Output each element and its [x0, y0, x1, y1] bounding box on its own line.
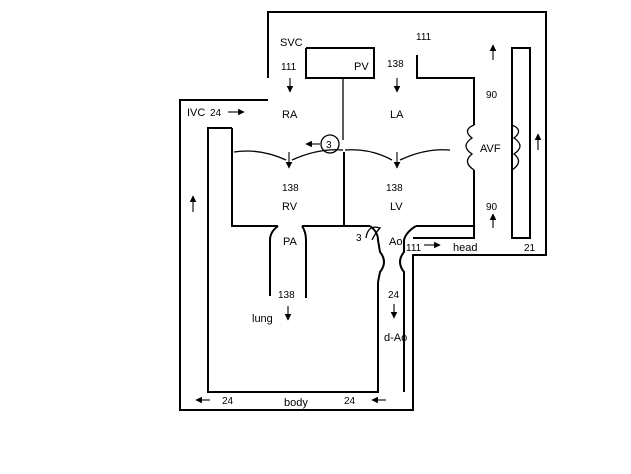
- shunt-value: 3: [326, 140, 332, 151]
- ao-shunt-value: 3: [356, 233, 362, 244]
- ra-label: RA: [282, 109, 298, 121]
- outer-vessel-wall: [179, 11, 547, 411]
- rv-label: RV: [282, 201, 298, 213]
- rv-sat-value: 138: [282, 183, 299, 194]
- head-right-value: 21: [524, 243, 536, 254]
- body-label: body: [284, 397, 308, 409]
- la-label: LA: [390, 109, 404, 121]
- head-right-vessel: [511, 47, 531, 239]
- ivc-label: IVC: [187, 107, 205, 119]
- la-right-wall: [416, 55, 475, 125]
- svc-sat-value: 111: [281, 62, 297, 73]
- mitral-valve: [344, 149, 451, 161]
- dao-label: d-Ao: [384, 332, 407, 344]
- svc-wall: [305, 47, 375, 79]
- pv-sat-value: 138: [387, 59, 404, 70]
- pv-label: PV: [354, 61, 369, 73]
- svc-top-value: 111: [416, 32, 432, 43]
- shunt-circle: [320, 134, 340, 154]
- avf-top-link: [473, 118, 513, 125]
- pa-label: PA: [283, 236, 298, 248]
- pa-vessel: [269, 225, 307, 298]
- ivc-sat-value: 24: [210, 108, 222, 119]
- heart-right-wall: [302, 152, 345, 227]
- ao-label: Ao: [389, 236, 402, 248]
- lv-label: LV: [390, 201, 403, 213]
- ao-head-value: 111: [406, 243, 422, 254]
- dao-sat-value: 24: [388, 290, 400, 301]
- avf-top-value: 90: [486, 90, 498, 101]
- lung-label: lung: [252, 313, 273, 325]
- heart-left-wall: [231, 128, 278, 227]
- head-vessel-inner: [413, 170, 475, 239]
- head-label: head: [453, 242, 477, 254]
- avf-bottom-value: 90: [486, 202, 498, 213]
- svc-label: SVC: [280, 37, 303, 49]
- avf-label: AVF: [480, 143, 501, 155]
- aortic-root-right: [399, 225, 417, 392]
- tricuspid-valve: [233, 149, 344, 161]
- avf-shape: [465, 124, 521, 171]
- ao-shunt-arc: [365, 226, 382, 241]
- body-left-value: 24: [222, 396, 234, 407]
- aortic-root: [369, 225, 385, 283]
- lung-sat-value: 138: [278, 290, 295, 301]
- inner-body-loop-wall: [207, 127, 379, 393]
- lv-sat-value: 138: [386, 183, 403, 194]
- body-right-value: 24: [344, 396, 356, 407]
